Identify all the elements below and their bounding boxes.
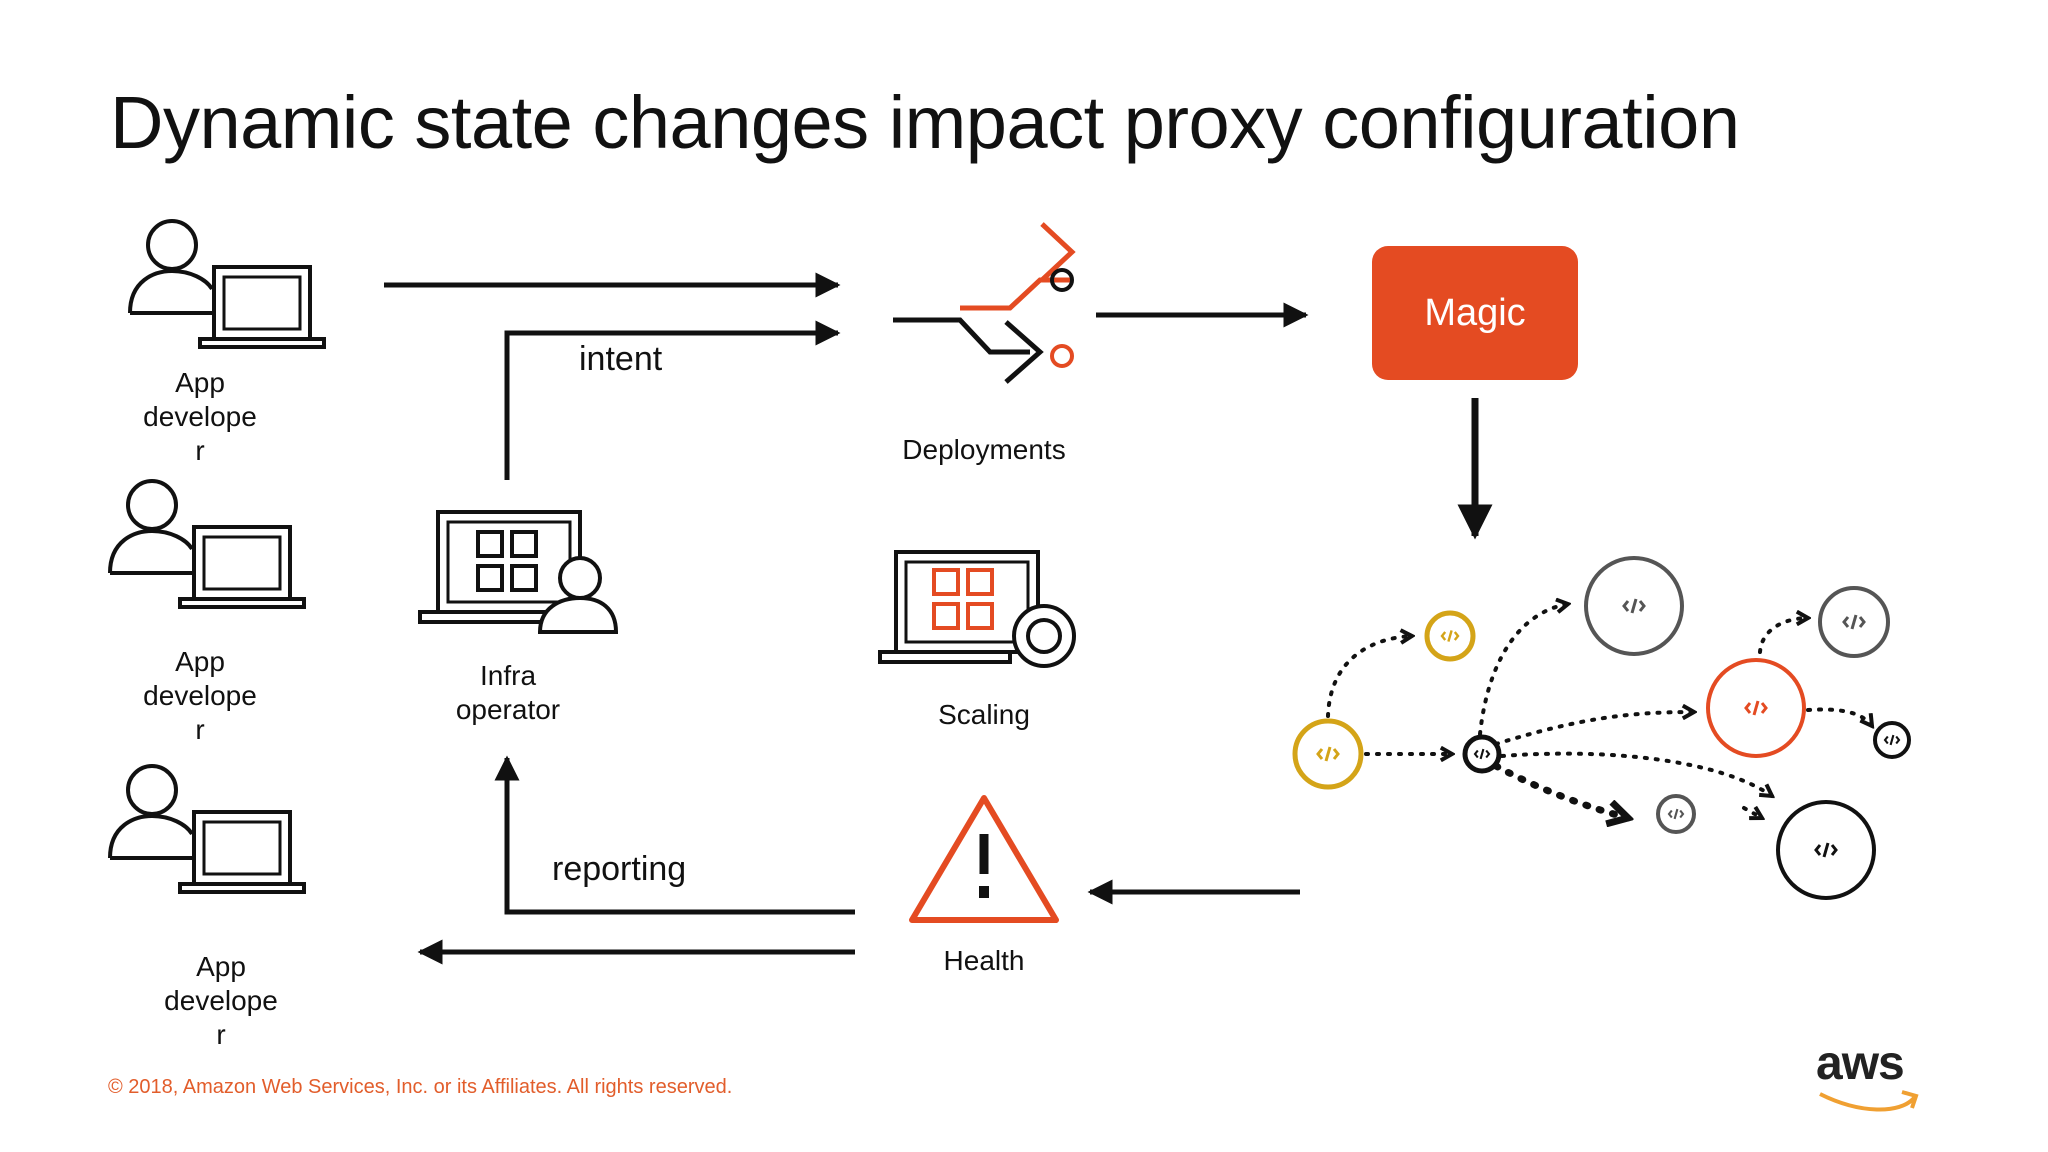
scaling-label: Scaling bbox=[938, 699, 1030, 730]
app-developer-label: App develope r bbox=[143, 367, 257, 466]
scaling-icon bbox=[878, 550, 1076, 668]
magic-box: Magic bbox=[1372, 246, 1578, 380]
app-developer-label: App develope r bbox=[143, 646, 257, 745]
page-title: Dynamic state changes impact proxy confi… bbox=[110, 81, 1740, 164]
user-laptop-icon bbox=[108, 764, 306, 894]
reporting-label: reporting bbox=[552, 850, 687, 888]
deployments-icon bbox=[893, 222, 1076, 384]
user-laptop-icon bbox=[108, 479, 306, 609]
copyright-footer: © 2018, Amazon Web Services, Inc. or its… bbox=[108, 1076, 733, 1098]
reporting-connector bbox=[494, 755, 855, 915]
magic-label: Magic bbox=[1424, 291, 1526, 334]
health-warning-icon bbox=[909, 795, 1059, 923]
intent-connector bbox=[504, 320, 841, 480]
service-mesh-icon bbox=[1292, 556, 1911, 900]
infra-operator-icon bbox=[418, 510, 619, 634]
app-developer-label: App develope r bbox=[164, 951, 278, 1050]
aws-smile-icon bbox=[1819, 1090, 1919, 1112]
health-label: Health bbox=[943, 945, 1025, 976]
user-laptop-icon bbox=[128, 219, 326, 349]
infra-operator-label: Infra operator bbox=[455, 660, 561, 725]
aws-logo: aws bbox=[1816, 1037, 1905, 1090]
intent-label: intent bbox=[579, 340, 663, 378]
deployments-label: Deployments bbox=[902, 434, 1066, 465]
